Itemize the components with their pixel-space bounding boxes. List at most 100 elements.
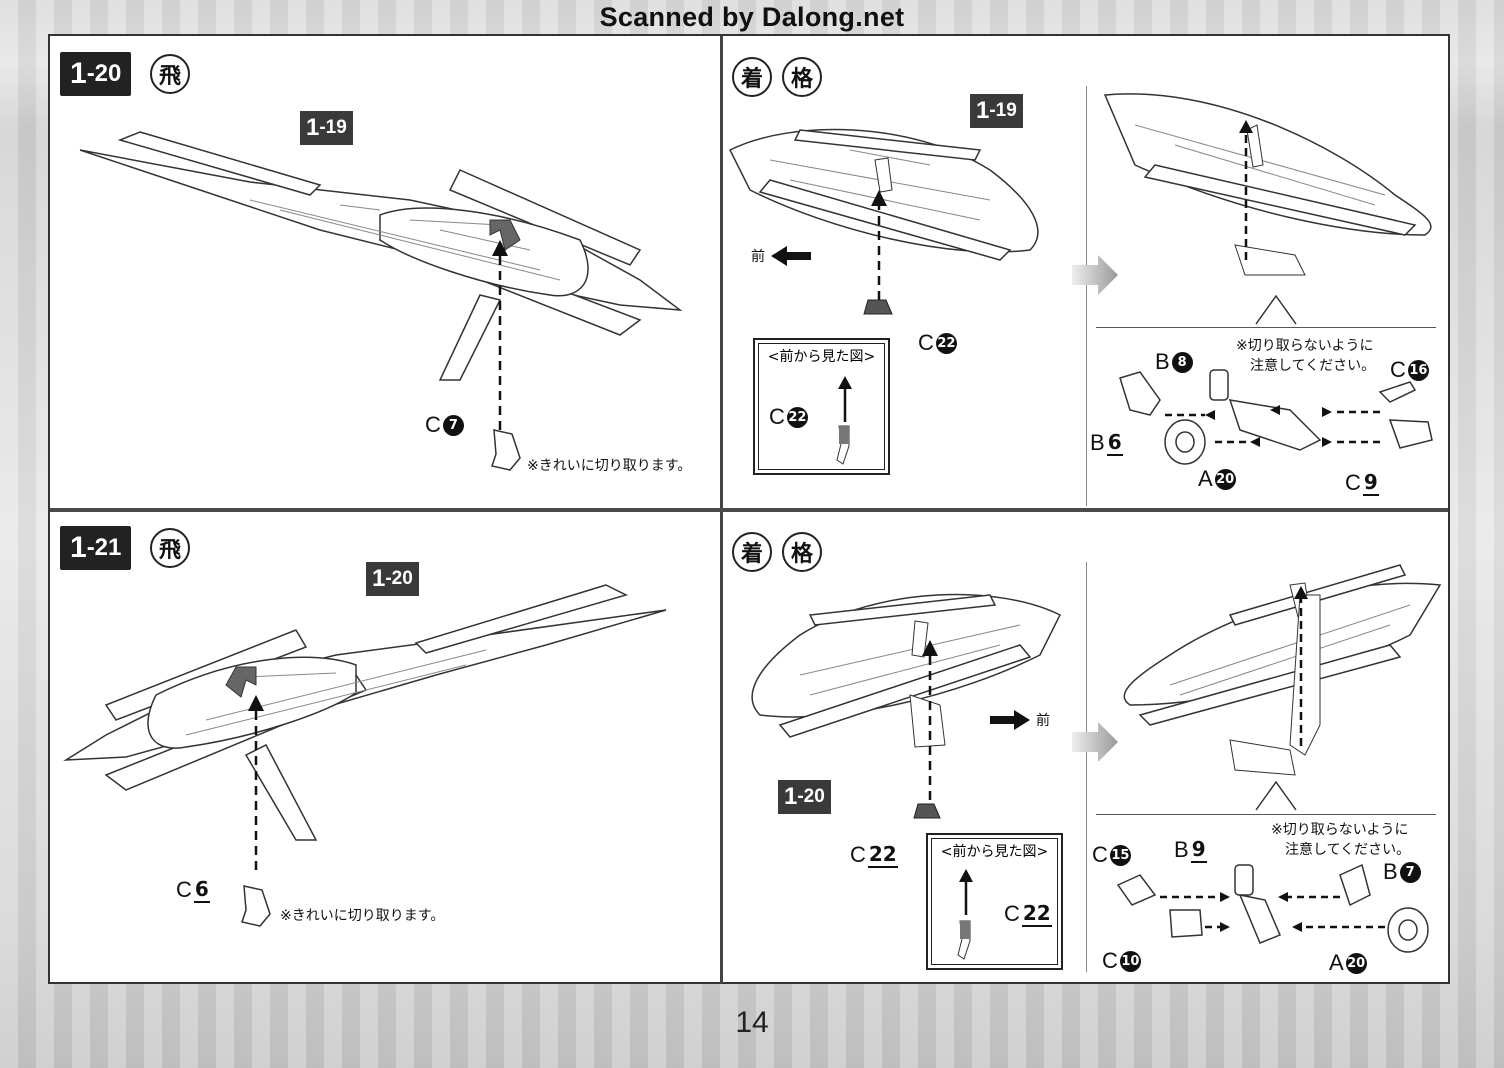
front-arrow-icon (771, 246, 811, 266)
ship-illustration-flight-2 (63, 584, 667, 841)
ref-sub: -20 (797, 786, 825, 807)
part-number: 8 (1171, 351, 1193, 373)
warning-line-1: ※切り取らないように (1236, 338, 1374, 354)
insert-arrow-c7 (492, 240, 508, 430)
detail-pointer-bottom (1255, 780, 1297, 811)
part-number: 9 (1190, 837, 1207, 863)
front-arrow-icon (990, 710, 1030, 730)
ref-sub: -19 (319, 117, 347, 138)
part-letter: C (769, 404, 785, 429)
inset-inner-border (758, 343, 885, 470)
part-letter: B (1090, 430, 1105, 455)
step-number: 1 (70, 57, 87, 90)
inset-arrow (959, 869, 973, 915)
front-direction-label: 前 (751, 246, 811, 266)
part-number: 15 (1109, 844, 1131, 866)
part-number: 7 (442, 414, 464, 436)
part-letter: C (425, 412, 441, 437)
insert-arrow-c22-bottom (922, 640, 938, 800)
ref-sub: -20 (385, 568, 413, 589)
landing-mode-icon-b: 着 (732, 532, 772, 572)
ref-badge-1-19: 1-19 (300, 111, 353, 145)
warning-note-top: ※切り取らないように 注意してください。 (1236, 336, 1375, 376)
part-number: 22 (786, 406, 808, 428)
assembly-detail-bottom (1116, 863, 1429, 953)
ref-main: 1 (784, 783, 798, 810)
warning-note-bottom: ※切り取らないように 注意してください。 (1271, 820, 1410, 860)
part-letter: C (850, 842, 866, 867)
ref-sub: -19 (989, 100, 1017, 121)
flight-mode-icon: 飛 (150, 54, 190, 94)
part-letter: A (1198, 466, 1213, 491)
part-number: 20 (1214, 468, 1236, 490)
part-letter: C (1092, 842, 1108, 867)
part-letter: C (176, 877, 192, 902)
ship-illustration-flight-1 (79, 131, 683, 381)
sub-divider-top (1086, 86, 1087, 506)
part-c7-piece (491, 429, 521, 471)
ref-main: 1 (306, 114, 320, 141)
watermark: Scanned by Dalong.net (599, 2, 905, 32)
insert-arrow-c6 (248, 695, 264, 870)
step-sub-number: -20 (86, 60, 122, 87)
part-c22-piece-top (863, 299, 893, 315)
ref-badge-1-19-b: 1-19 (970, 94, 1023, 128)
cut-cleanly-note: ※きれいに切り取ります。 (527, 458, 692, 474)
fighter-mode-icon: 格 (782, 57, 822, 97)
part-letter: C (1004, 901, 1020, 926)
part-c22-piece-bottom (913, 803, 941, 819)
detail-pointer-top (1255, 294, 1297, 325)
inset-inner-border (931, 838, 1058, 965)
cut-cleanly-note-b: ※きれいに切り取ります。 (280, 908, 445, 924)
inset-part-piece (836, 425, 850, 465)
part-number: 20 (1345, 952, 1367, 974)
step-number: 1 (70, 531, 87, 564)
part-letter: B (1383, 859, 1398, 884)
warning-line-1: ※切り取らないように (1271, 822, 1409, 838)
insert-arrow-c22-top (871, 190, 887, 300)
landing-mode-icon: 着 (732, 57, 772, 97)
insert-arrow-detail-bottom (1294, 586, 1308, 746)
flow-arrow-top (1072, 255, 1118, 295)
ship-illustration-landing-1-after (1103, 93, 1432, 276)
detail-line-top (1096, 327, 1436, 328)
front-label: 前 (1036, 713, 1050, 729)
section-divider (50, 508, 1448, 512)
part-number: 16 (1407, 359, 1429, 381)
part-letter: B (1174, 837, 1189, 862)
warning-line-2: 注意してください。 (1285, 842, 1411, 858)
step-1-21-badge: 1-21 (60, 526, 132, 570)
ship-illustration-landing-2 (751, 593, 1062, 748)
part-letter: C (918, 330, 934, 355)
fighter-mode-icon-b: 格 (782, 532, 822, 572)
ship-illustration-landing-2-after (1123, 564, 1442, 776)
detail-line-bottom (1096, 814, 1436, 815)
insert-arrow-detail-top (1239, 120, 1253, 260)
flow-arrow-bottom (1072, 722, 1118, 762)
step-1-20-badge: 1-20 (60, 52, 132, 96)
part-letter: B (1155, 349, 1170, 374)
part-number: 22 (867, 842, 898, 868)
front-direction-label-b: 前 (990, 710, 1050, 730)
inset-part-piece (957, 920, 971, 960)
part-letter: A (1329, 950, 1344, 975)
part-number: 22 (1021, 901, 1052, 927)
inset-arrow (838, 376, 852, 422)
part-number: 7 (1399, 861, 1421, 883)
